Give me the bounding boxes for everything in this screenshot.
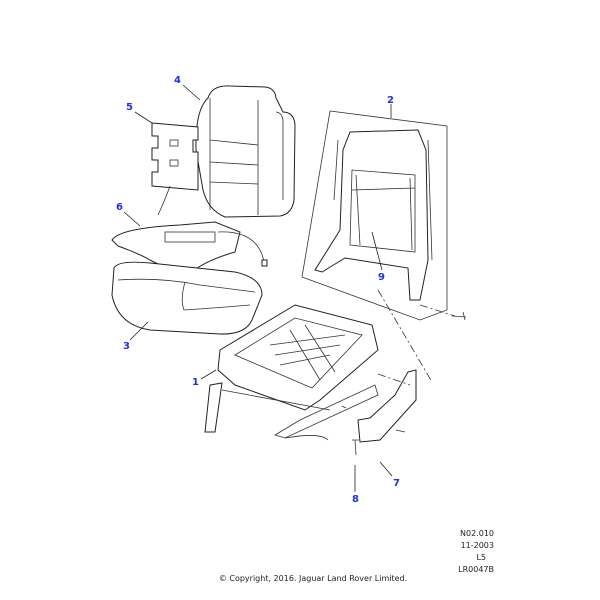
- alignment-line: [419, 304, 456, 317]
- seat-bracket: [357, 369, 417, 443]
- callout-4: 4: [174, 75, 181, 86]
- seat-base-frame: [204, 304, 379, 441]
- copyright-notice: © Copyright, 2016. Jaguar Land Rover Lim…: [218, 574, 408, 583]
- seat-cushion: [111, 261, 263, 335]
- alignment-line: [377, 289, 433, 383]
- leader-lines: [123, 84, 393, 492]
- reference-code: N02.010: [460, 529, 494, 538]
- seat-back-panel: [151, 122, 199, 216]
- bolts: [341, 311, 467, 456]
- reference-date: 11-2003: [460, 541, 494, 550]
- seat-back-cover: [195, 85, 296, 218]
- illustration-id: LR0047B: [458, 565, 494, 574]
- callout-5: 5: [126, 102, 133, 113]
- callout-2: 2: [387, 95, 394, 106]
- reference-level: L5: [476, 553, 486, 562]
- callout-6: 6: [116, 202, 123, 213]
- callout-7: 7: [393, 478, 400, 489]
- callout-3: 3: [123, 341, 130, 352]
- alignment-line: [377, 373, 411, 386]
- callout-8: 8: [352, 494, 359, 505]
- callout-1: 1: [192, 377, 199, 388]
- seat-back-frame: [301, 110, 448, 321]
- callout-9: 9: [378, 272, 385, 283]
